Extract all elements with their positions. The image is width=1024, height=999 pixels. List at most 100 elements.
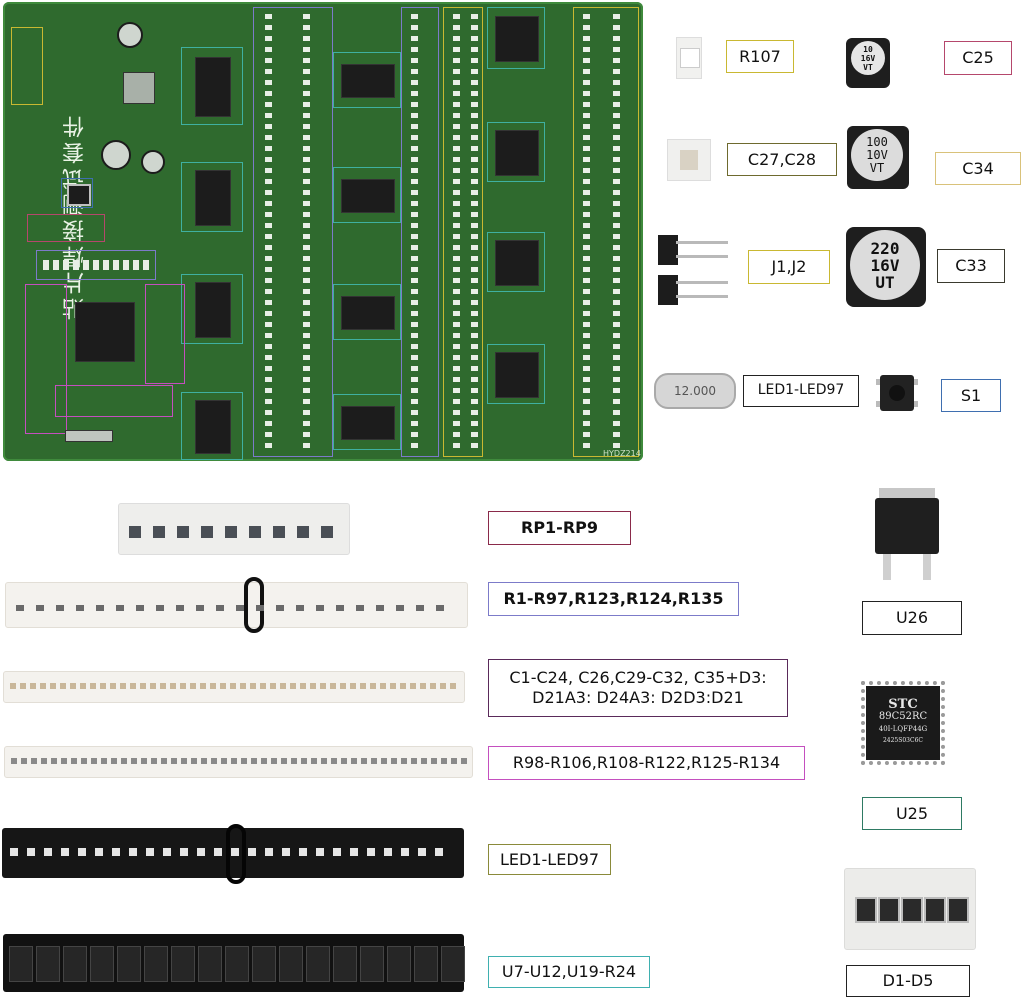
pcb-pad: [411, 80, 418, 85]
pcb-pad: [471, 113, 478, 118]
pcb-pad: [583, 399, 590, 404]
tape-part: [248, 848, 256, 856]
pcb-pad: [411, 47, 418, 52]
pcb-pad: [613, 212, 620, 217]
tape-part: [150, 683, 156, 689]
pcb-pad: [453, 410, 460, 415]
pcb-pad: [583, 47, 590, 52]
pcb-pad: [613, 157, 620, 162]
tape-part: [333, 946, 357, 982]
tape-part: [310, 683, 316, 689]
tape-part: [36, 605, 44, 611]
pcb-pad: [265, 113, 272, 118]
pcb-chip-u23: [495, 240, 539, 286]
pcb-pad: [453, 179, 460, 184]
pcb-pad: [411, 102, 418, 107]
ic-tape-photo: [3, 934, 465, 992]
pcb-outline-u24: [487, 344, 545, 404]
pcb-pad: [265, 168, 272, 173]
pcb-pad: [613, 58, 620, 63]
pcb-pad: [303, 355, 310, 360]
pcb-pad: [471, 124, 478, 129]
pcb-board-photo: 贴片焊接测试套件 HYDZ214: [3, 2, 643, 461]
tape-part: [341, 758, 347, 764]
pcb-pad: [265, 36, 272, 41]
pcb-chip-u7: [195, 57, 231, 117]
pcb-pad: [303, 267, 310, 272]
pcb-chip-u21: [495, 16, 539, 62]
tape-part: [336, 605, 344, 611]
pcb-outline-u19: [333, 284, 401, 340]
tape-part: [71, 758, 77, 764]
pcb-cap-c34: [141, 150, 165, 174]
pcb-pad: [453, 234, 460, 239]
pcb-pad: [583, 256, 590, 261]
pcb-pad: [43, 260, 49, 270]
pcb-pad: [613, 190, 620, 195]
pcb-pad: [583, 201, 590, 206]
tape-part: [129, 848, 137, 856]
pcb-pad: [613, 333, 620, 338]
tape-part: [381, 758, 387, 764]
crystal-photo: 12.000: [654, 373, 736, 409]
tape-part: [282, 848, 290, 856]
pcb-pad: [453, 223, 460, 228]
pcb-pad: [303, 36, 310, 41]
pcb-pad: [471, 410, 478, 415]
pcb-pad: [613, 91, 620, 96]
pcb-pad: [613, 278, 620, 283]
tape-part: [281, 758, 287, 764]
pcb-pad: [303, 333, 310, 338]
pcb-pad: [613, 443, 620, 448]
pcb-cap-c25: [117, 22, 143, 48]
tape-part: [56, 605, 64, 611]
tape-part: [240, 683, 246, 689]
tape-part: [81, 758, 87, 764]
pcb-pad: [303, 311, 310, 316]
tape-part: [251, 758, 257, 764]
pcb-pad: [113, 260, 119, 270]
tape-part: [441, 946, 465, 982]
tape-part: [80, 683, 86, 689]
pcb-pad: [265, 157, 272, 162]
pcb-pad: [613, 69, 620, 74]
pcb-pad: [303, 91, 310, 96]
tape-part: [401, 758, 407, 764]
tape-part: [321, 526, 333, 538]
tape-part: [271, 758, 277, 764]
tape-part: [356, 605, 364, 611]
j1-j2-label: J1,J2: [748, 250, 830, 284]
pcb-pad: [613, 322, 620, 327]
pcb-outline-res-col1: [253, 7, 333, 457]
pcb-pad: [613, 47, 620, 52]
pcb-pad: [613, 25, 620, 30]
pcb-pad: [453, 69, 460, 74]
tape-part: [21, 758, 27, 764]
tape-part: [380, 683, 386, 689]
pcb-pad: [583, 421, 590, 426]
pcb-pad: [471, 157, 478, 162]
pcb-pad: [471, 377, 478, 382]
pcb-pad: [471, 36, 478, 41]
pcb-pad: [453, 113, 460, 118]
tape-part: [225, 946, 249, 982]
pcb-pad: [303, 432, 310, 437]
pcb-pad: [453, 102, 460, 107]
tape-part: [420, 683, 426, 689]
pcb-crystal-y1: [65, 430, 113, 442]
pcb-pad: [453, 399, 460, 404]
tape-part: [297, 526, 309, 538]
u25-photo: STC 89C52RC 40I-LQFP44G 2425S03C6C: [858, 678, 948, 768]
tape-part: [320, 683, 326, 689]
pcb-pad: [303, 190, 310, 195]
pcb-pad: [265, 366, 272, 371]
pcb-outline-u12: [333, 167, 401, 223]
pcb-chip-u24: [495, 352, 539, 398]
pcb-pad: [265, 432, 272, 437]
pcb-pad: [265, 333, 272, 338]
pcb-pad: [613, 311, 620, 316]
tape-part: [401, 848, 409, 856]
pcb-pad: [303, 344, 310, 349]
tape-part: [414, 946, 438, 982]
pcb-pad: [583, 91, 590, 96]
